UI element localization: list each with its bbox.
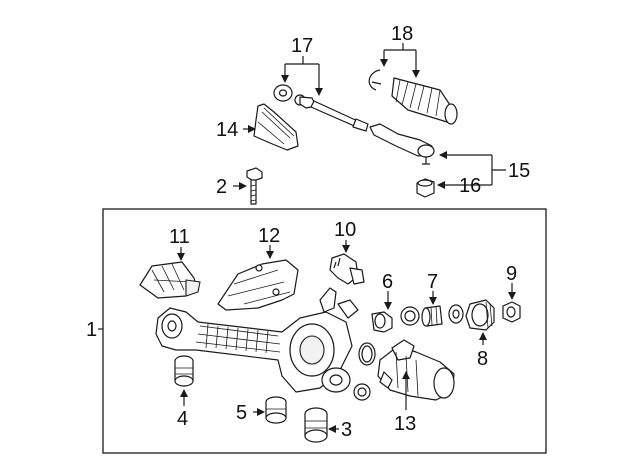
part-10-sensor[interactable] xyxy=(329,253,365,285)
part-12-heat-shield[interactable] xyxy=(217,259,299,311)
part-18-boot[interactable] xyxy=(368,69,458,125)
assembly-box xyxy=(102,208,547,454)
callout-4: 4 xyxy=(177,408,188,430)
callout-1: 1 xyxy=(86,319,97,341)
callout-18: 18 xyxy=(391,23,413,45)
part-8-cap[interactable] xyxy=(465,299,495,331)
spacer-ring[interactable] xyxy=(448,304,464,324)
leader-lines xyxy=(98,43,516,433)
callout-3: 3 xyxy=(341,419,352,441)
washer-ring[interactable] xyxy=(400,306,420,326)
part-16-nut[interactable] xyxy=(416,178,435,198)
part-11-bracket[interactable] xyxy=(139,261,201,299)
callout-10: 10 xyxy=(334,219,356,241)
rack-housing[interactable] xyxy=(155,287,359,393)
callout-13: 13 xyxy=(394,413,416,435)
callout-5: 5 xyxy=(236,402,247,424)
callout-7: 7 xyxy=(427,271,438,293)
part-13-motor[interactable] xyxy=(377,339,455,401)
callout-11: 11 xyxy=(169,226,190,248)
callout-16: 16 xyxy=(459,175,481,197)
callout-6: 6 xyxy=(382,271,393,293)
callout-15: 15 xyxy=(508,160,530,182)
part-4-bushing[interactable] xyxy=(174,355,194,387)
part-17-inner-tie-rod[interactable] xyxy=(273,84,369,132)
part-15-tie-rod-end[interactable] xyxy=(369,123,435,165)
part-9-lock-nut[interactable] xyxy=(502,301,521,323)
callout-17: 17 xyxy=(291,35,313,57)
callout-9: 9 xyxy=(506,263,517,285)
o-ring-group[interactable] xyxy=(353,342,376,401)
part-3-bushing[interactable] xyxy=(304,407,328,443)
part-7-adjuster[interactable] xyxy=(421,305,443,327)
part-5-bushing[interactable] xyxy=(265,396,287,424)
callout-2: 2 xyxy=(216,176,227,198)
part-6-seal[interactable] xyxy=(371,311,393,333)
callout-14: 14 xyxy=(216,119,238,141)
callout-8: 8 xyxy=(477,348,488,370)
part-2-bolt[interactable] xyxy=(246,167,263,205)
callout-12: 12 xyxy=(258,225,280,247)
part-14-cover[interactable] xyxy=(253,103,299,151)
callout-labels: 1 2 3 4 5 6 7 8 9 10 11 12 13 14 15 16 1… xyxy=(86,23,530,441)
